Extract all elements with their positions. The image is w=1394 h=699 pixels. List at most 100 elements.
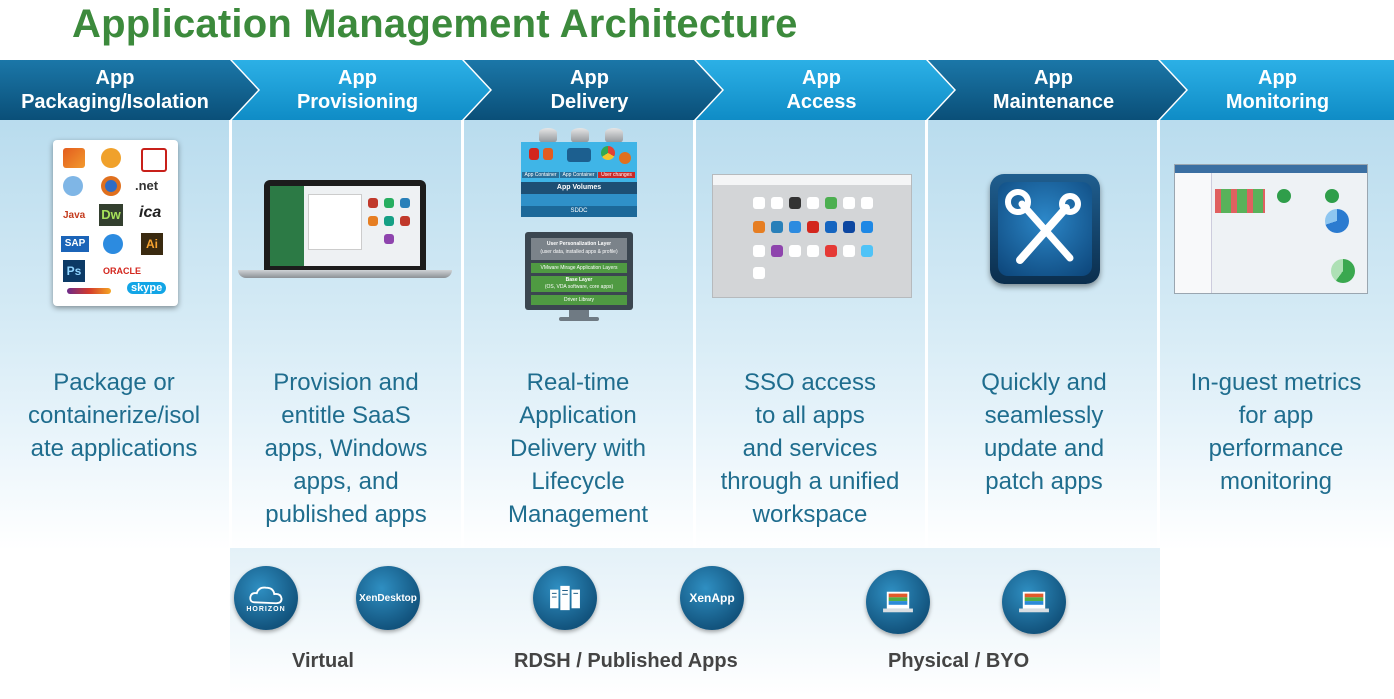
- ica-icon: ica: [139, 204, 162, 221]
- chevron-provisioning-line1: App: [338, 67, 377, 89]
- description-provisioning: Provision and entitle SaaS apps, Windows…: [236, 366, 456, 531]
- description-line: Provision and: [273, 369, 419, 396]
- laptop-screen: [264, 180, 426, 270]
- description-line: Lifecycle: [531, 468, 625, 495]
- user-layer-label: User Personalization Layer: [546, 241, 612, 247]
- desktop-monitor: User Personalization Layer (user data, i…: [525, 232, 633, 322]
- efficiency-badge: [1325, 189, 1339, 203]
- physical-byo-label: Physical / BYO: [888, 650, 1030, 672]
- description-packaging: Package or containerize/isol ate applica…: [4, 366, 224, 465]
- app-tile: [753, 245, 765, 257]
- office-icon: [543, 148, 553, 160]
- description-line: Application: [519, 402, 637, 429]
- oracle-icon: ORACLE: [103, 266, 141, 276]
- app-logos-card: .net Java Dw ica SAP Ai Ps ORACLE skype: [53, 140, 178, 306]
- chevron-packaging: [0, 60, 258, 120]
- description-line: Real-time: [526, 369, 630, 396]
- chevron-monitoring-line1: App: [1258, 67, 1297, 89]
- skype-icon: skype: [127, 282, 167, 294]
- virtual-label: Virtual: [292, 650, 354, 672]
- app-tile: [789, 245, 801, 257]
- driver-layer: Driver Library: [531, 295, 627, 305]
- description-line: containerize/isol: [27, 402, 201, 429]
- description-line: published apps: [265, 501, 427, 528]
- app-tile: [771, 245, 783, 257]
- chevron-maintenance-line1: App: [1034, 67, 1073, 89]
- app-tile: [807, 221, 819, 233]
- app-tile: [825, 197, 837, 209]
- description-delivery: Real-time Application Delivery with Life…: [468, 366, 688, 531]
- chevron-delivery: [464, 60, 722, 120]
- app-tile: [771, 221, 783, 233]
- chevron-maintenance-line2: Maintenance: [992, 91, 1115, 113]
- container-label-3: User changes: [598, 172, 635, 178]
- chevron-access-line1: App: [802, 67, 841, 89]
- chevron-provisioning: [232, 60, 490, 120]
- server-rack-icon: [533, 566, 597, 630]
- fiit-icon: [101, 148, 121, 168]
- description-line: apps, and: [293, 468, 399, 495]
- monitoring-dashboard-screenshot: [1174, 164, 1368, 294]
- acrobat-icon: [141, 148, 167, 172]
- database-icon: [605, 128, 623, 144]
- app-tile: [825, 245, 837, 257]
- office-icon: [63, 148, 85, 168]
- description-line: monitoring: [1219, 468, 1333, 495]
- container-label-2: App Container: [560, 172, 597, 178]
- chevron-delivery-line1: App: [570, 67, 609, 89]
- chevron-delivery-line2: Delivery: [550, 91, 629, 113]
- sap-icon: SAP: [61, 236, 89, 252]
- laptop-base: [238, 270, 452, 278]
- acrobat-icon: [529, 148, 539, 160]
- database-icon: [571, 128, 589, 144]
- rdsh-label: RDSH / Published Apps: [514, 650, 738, 672]
- chevron-packaging-line1: App: [95, 67, 135, 89]
- firefox-icon: [101, 176, 121, 196]
- app-tile: [753, 221, 765, 233]
- desktop-device-icon: [1002, 570, 1066, 634]
- app-tile: [789, 197, 801, 209]
- laptop-device-icon: [866, 570, 930, 634]
- pie-chart: [1325, 209, 1349, 233]
- base-layer: Base Layer (OS, VDA software, core apps): [531, 276, 627, 292]
- description-line: Delivery with: [509, 435, 647, 462]
- description-line: through a unified: [720, 468, 900, 495]
- ie-icon: [103, 234, 123, 254]
- app-tile: [843, 221, 855, 233]
- description-line: apps, Windows: [264, 435, 428, 462]
- app-tile: [861, 221, 873, 233]
- description-line: Quickly and: [981, 369, 1107, 396]
- description-line: Management: [507, 501, 649, 528]
- apache-icon: [67, 288, 111, 294]
- dreamweaver-icon: Dw: [99, 204, 123, 226]
- user-layer-sub: (user data, installed apps & profile): [540, 249, 618, 255]
- laptop-screenshot: [238, 176, 452, 280]
- base-layer-sub: (OS, VDA software, core apps): [544, 284, 614, 290]
- dotnet-icon: .net: [135, 178, 159, 193]
- mirage-layer: VMware Mirage Application Layers: [531, 263, 627, 273]
- chrome-icon: [601, 146, 615, 160]
- description-maintenance: Quickly and seamlessly update and patch …: [932, 366, 1156, 498]
- xendesktop-icon: XenDesktop: [356, 566, 420, 630]
- app-tile: [825, 221, 837, 233]
- app-sidebar: [270, 186, 304, 266]
- heatmap: [1215, 189, 1265, 213]
- horizon-label: HORIZON: [246, 605, 286, 613]
- description-line: In-guest metrics: [1190, 369, 1362, 396]
- description-line: SSO access: [743, 369, 877, 396]
- photoshop-icon: Ps: [63, 260, 85, 282]
- chevron-packaging-line2: Packaging/Isolation: [21, 91, 209, 113]
- page-title: Application Management Architecture: [72, 2, 798, 46]
- health-badge: [1277, 189, 1291, 203]
- description-line: Package or: [53, 369, 175, 396]
- description-monitoring: In-guest metrics for app performance mon…: [1162, 366, 1390, 498]
- base-layer-label: Base Layer: [565, 277, 593, 283]
- description-access: SSO access to all apps and services thro…: [700, 366, 920, 531]
- chevron-access-line2: Access: [786, 91, 857, 113]
- user-layer: User Personalization Layer (user data, i…: [531, 238, 627, 260]
- wrench-screwdriver-icon: [990, 174, 1100, 284]
- app-tile: [861, 197, 873, 209]
- illustrator-icon: Ai: [141, 233, 163, 255]
- container-label-1: App Container: [522, 172, 559, 178]
- app-tile: [843, 245, 855, 257]
